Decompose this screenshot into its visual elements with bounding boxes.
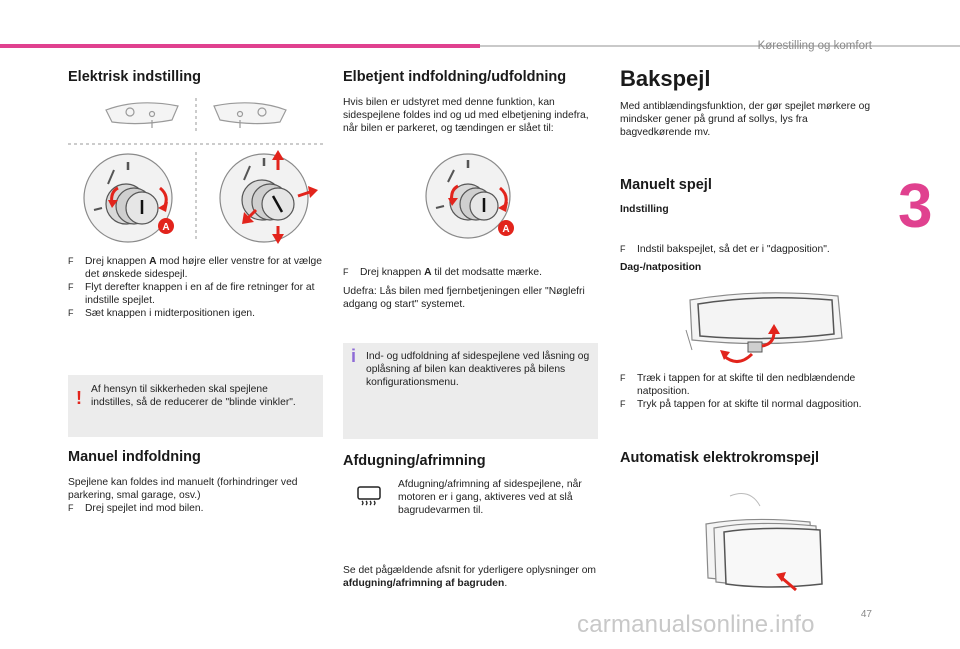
warning-text: Af hensyn til sikkerheden skal spejlene … <box>91 384 296 408</box>
section-header: Kørestilling og komfort <box>757 40 872 52</box>
page-number: 47 <box>860 609 872 620</box>
mirror-knob-illustration: A <box>68 98 324 244</box>
mirror-knob-right <box>219 150 318 244</box>
electric-folding-intro: Hvis bilen er udstyret med denne funktio… <box>343 97 589 134</box>
info-text: Ind- og udfoldning af sidespejlene ved l… <box>366 351 590 388</box>
heading-auto-electrochrome: Automatisk elektrokromspejl <box>620 450 820 466</box>
info-icon: i <box>351 346 357 366</box>
heading-electric-adjustment: Elektrisk indstilling <box>68 69 201 85</box>
day-night-label: Dag-/natposition <box>620 262 702 273</box>
heading-electric-folding: Elbetjent indfoldning/udfoldning <box>343 69 567 85</box>
setting-label: Indstilling <box>620 204 669 215</box>
heading-manual-folding: Manuel indfoldning <box>68 449 201 465</box>
defog-reference: Se det pågældende afsnit for yderligere … <box>343 565 596 589</box>
manual-folding-text: Spejlene kan foldes ind manuelt (forhind… <box>68 477 298 501</box>
warning-icon: ! <box>76 388 82 408</box>
outside-locking-text: Udefra: Lås bilen med fjernbetjeningen e… <box>343 286 585 310</box>
watermark: carmanualsonline.info <box>577 611 815 638</box>
rearview-intro: Med antiblændingsfunktion, der gør spejl… <box>620 101 871 138</box>
side-mirror-left-icon <box>105 102 179 128</box>
electrochrome-mirror-illustration <box>705 493 823 592</box>
label-a: A <box>162 222 169 233</box>
heading-manual-mirror: Manuelt spejl <box>620 177 712 193</box>
header-rule <box>480 45 960 47</box>
heading-defog: Afdugning/afrimning <box>343 453 486 469</box>
chapter-number: 3 <box>898 172 933 241</box>
rearview-mirror-illustration <box>685 292 843 363</box>
label-a: A <box>502 224 509 235</box>
mirror-knob-left: A <box>83 153 174 243</box>
folding-knob-illustration: A <box>425 153 514 239</box>
header-accent-bar <box>0 44 480 48</box>
defog-text: Afdugning/afrimning af sidespejlene, når… <box>398 479 582 516</box>
rear-defrost-icon <box>357 486 381 506</box>
side-mirror-right-icon <box>213 102 287 128</box>
heading-rearview-mirror: Bakspejl <box>620 66 711 91</box>
info-box: i Ind- og udfoldning af sidespejlene ved… <box>343 343 598 439</box>
safety-warning-box: ! Af hensyn til sikkerheden skal spejlen… <box>68 375 323 437</box>
